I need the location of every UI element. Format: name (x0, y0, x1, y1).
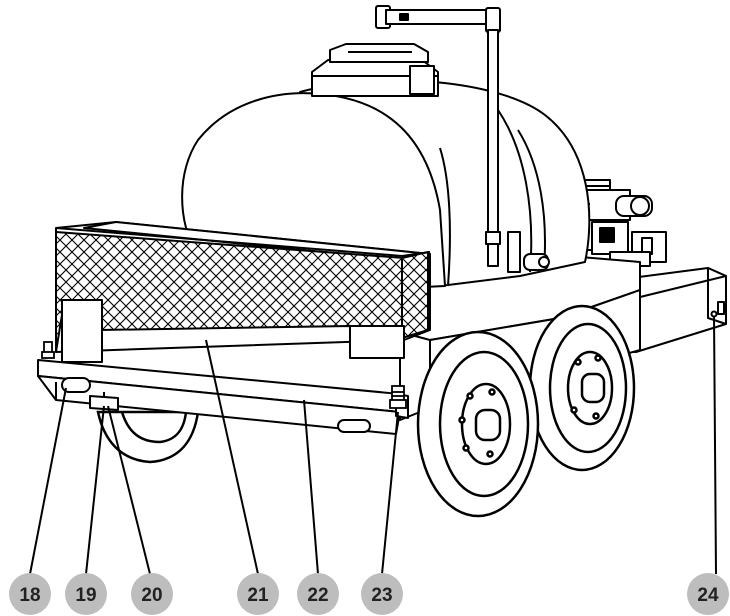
mesh-basket (55, 221, 431, 363)
callout-label-23: 23 (371, 585, 392, 606)
leader-23 (381, 411, 399, 575)
corner-fittings (41, 341, 407, 409)
callout-22: 22 (297, 573, 339, 615)
callout-21: 21 (237, 573, 279, 615)
callout-20: 20 (131, 573, 173, 615)
callout-23: 23 (361, 573, 403, 615)
leader-20 (107, 405, 151, 575)
leader-21 (205, 339, 259, 575)
callout-label-21: 21 (247, 585, 269, 606)
callout-24: 24 (687, 573, 729, 615)
rear-wheel (528, 304, 636, 472)
callout-label-18: 18 (19, 585, 40, 606)
front-wheel (416, 330, 540, 518)
leader-lines (29, 315, 717, 575)
callout-label-22: 22 (307, 585, 328, 606)
fill-pipe (375, 5, 550, 273)
left-wheel (96, 410, 200, 464)
callout-label-20: 20 (141, 585, 162, 606)
rear-bumper (37, 359, 409, 435)
leader-19 (85, 405, 105, 575)
callout-label-24: 24 (697, 585, 719, 606)
callout-18: 18 (9, 573, 51, 615)
callout-label-19: 19 (75, 585, 96, 606)
leader-18 (29, 387, 67, 575)
callout-19: 19 (65, 573, 107, 615)
leader-24 (713, 315, 717, 575)
leader-22 (303, 399, 319, 575)
